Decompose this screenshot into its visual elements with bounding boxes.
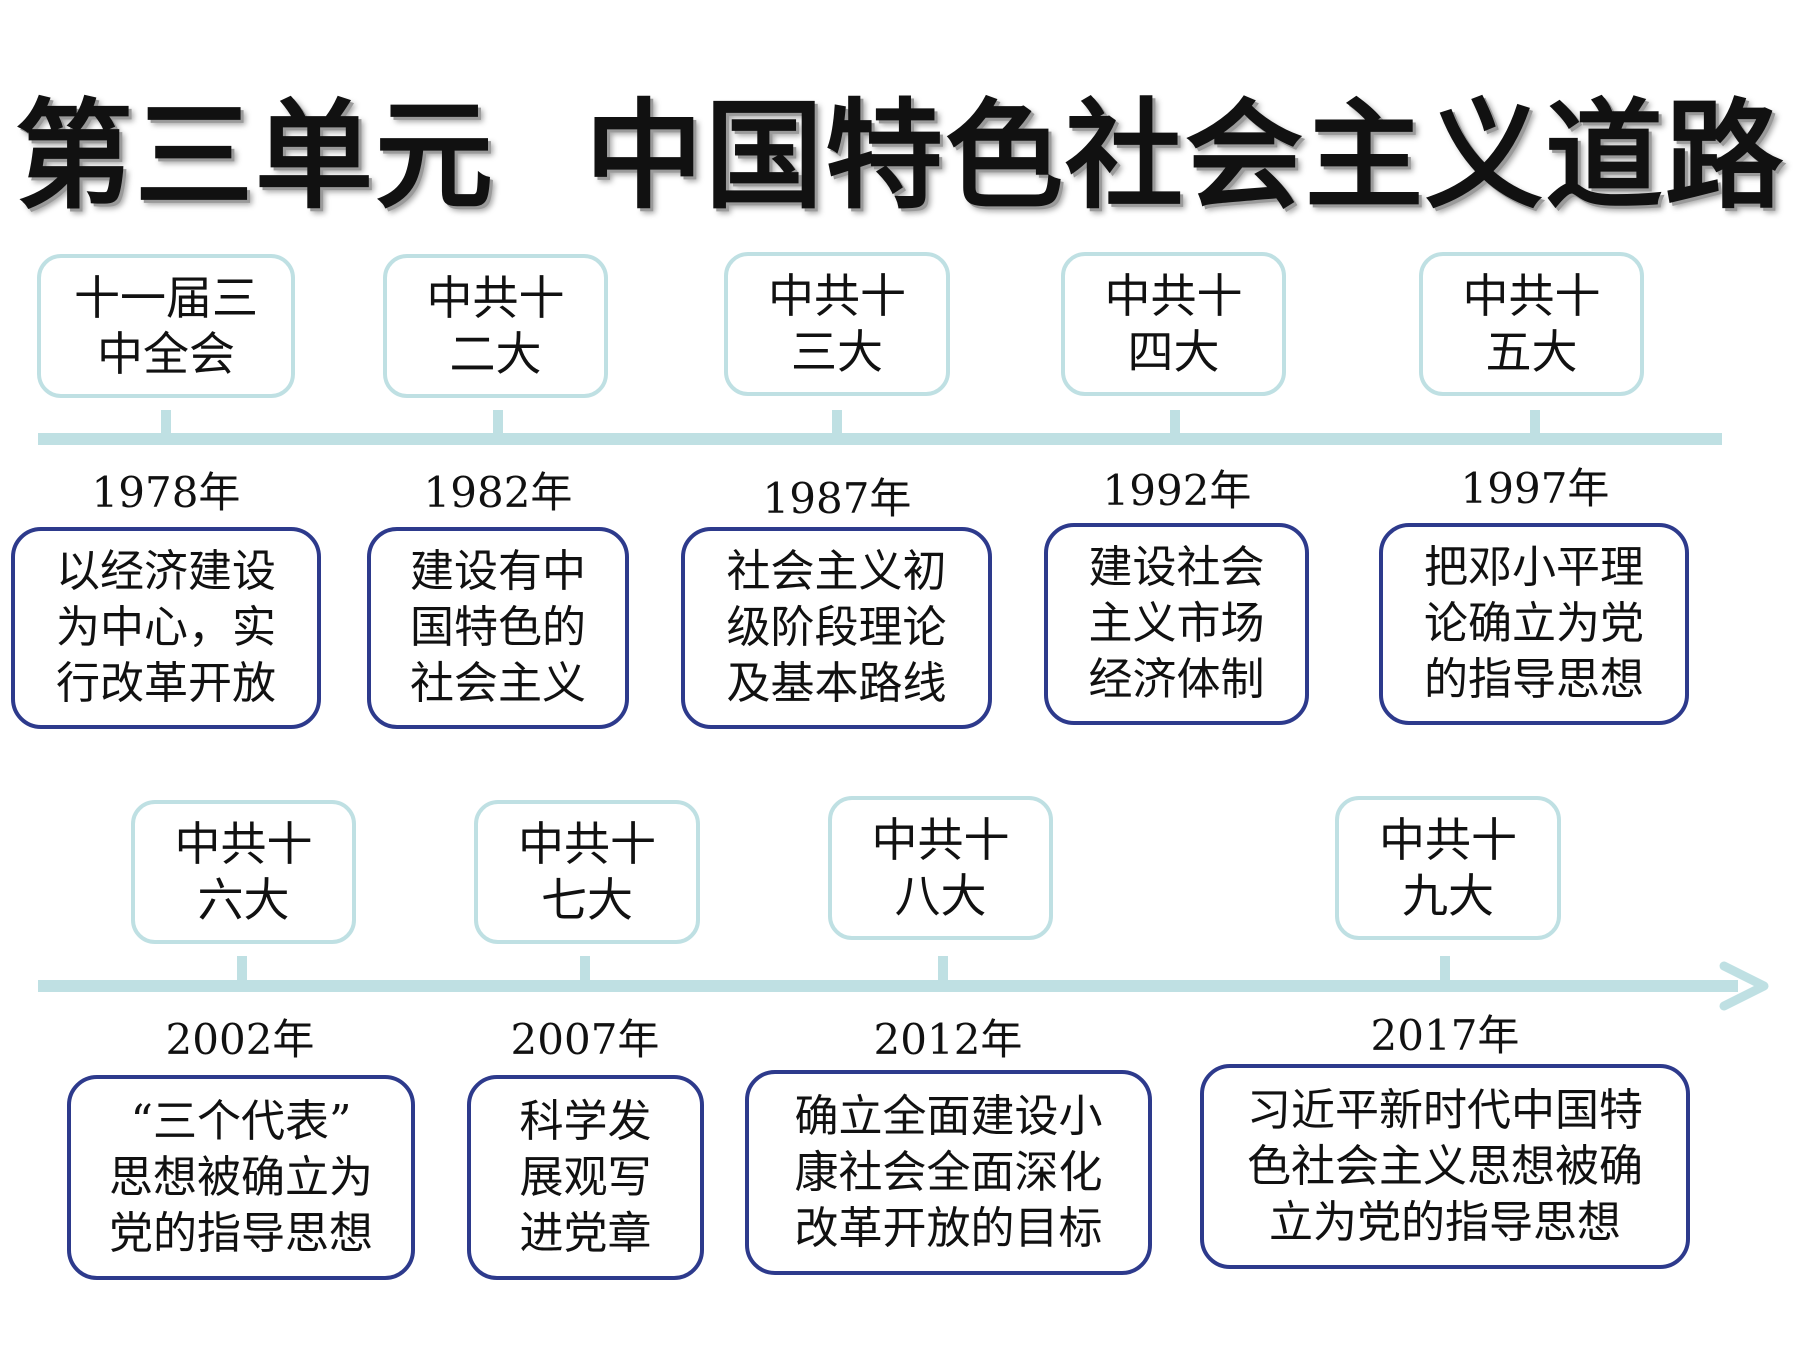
year-label: 1992年 [1102, 466, 1252, 515]
event-box-16th-congress: 中共十 六大 [131, 800, 356, 944]
axis-tick [493, 410, 503, 444]
event-box-12th-congress: 中共十 二大 [383, 254, 608, 398]
axis-tick [1440, 956, 1450, 990]
year-label: 1997年 [1460, 464, 1610, 513]
desc-box: 以经济建设 为中心，实 行改革开放 [11, 527, 321, 729]
year-label: 2002年 [165, 1015, 315, 1064]
event-box-13th-congress: 中共十 三大 [724, 252, 950, 396]
event-box-19th-congress: 中共十 九大 [1335, 796, 1561, 940]
year-label: 2012年 [873, 1015, 1023, 1064]
year-label: 2017年 [1370, 1011, 1520, 1060]
desc-box: 社会主义初 级阶段理论 及基本路线 [681, 527, 992, 729]
desc-box: 把邓小平理 论确立为党 的指导思想 [1379, 523, 1689, 725]
event-box-14th-congress: 中共十 四大 [1061, 252, 1286, 396]
axis-tick [1530, 410, 1540, 444]
title-main: 中国特色社会主义道路 [585, 87, 1786, 225]
year-label: 1982年 [423, 468, 573, 517]
title-unit: 第三单元 [14, 87, 495, 225]
desc-box: 建设社会 主义市场 经济体制 [1044, 523, 1309, 725]
desc-box: “三个代表” 思想被确立为 党的指导思想 [67, 1075, 415, 1280]
axis-tick [1170, 410, 1180, 444]
desc-box: 确立全面建设小 康社会全面深化 改革开放的目标 [745, 1070, 1152, 1275]
axis-tick [237, 956, 247, 990]
timeline-axis-1 [38, 433, 1722, 445]
event-box-17th-congress: 中共十 七大 [474, 800, 700, 944]
axis-tick [580, 956, 590, 990]
desc-box: 科学发 展观写 进党章 [467, 1075, 704, 1280]
year-label: 1978年 [91, 468, 241, 517]
event-box-11th-3rd-plenum: 十一届三 中全会 [37, 254, 295, 398]
desc-box: 建设有中 国特色的 社会主义 [367, 527, 629, 729]
year-label: 2007年 [510, 1015, 660, 1064]
timeline-axis-2 [38, 980, 1738, 992]
axis-tick [161, 410, 171, 444]
arrowhead-icon [1719, 961, 1769, 1011]
axis-tick [938, 956, 948, 990]
page-title: 第三单元中国特色社会主义道路 [0, 60, 1800, 231]
event-box-18th-congress: 中共十 八大 [828, 796, 1053, 940]
axis-tick [832, 410, 842, 444]
desc-box: 习近平新时代中国特 色社会主义思想被确 立为党的指导思想 [1200, 1064, 1690, 1269]
event-box-15th-congress: 中共十 五大 [1419, 252, 1644, 396]
year-label: 1987年 [762, 474, 912, 523]
